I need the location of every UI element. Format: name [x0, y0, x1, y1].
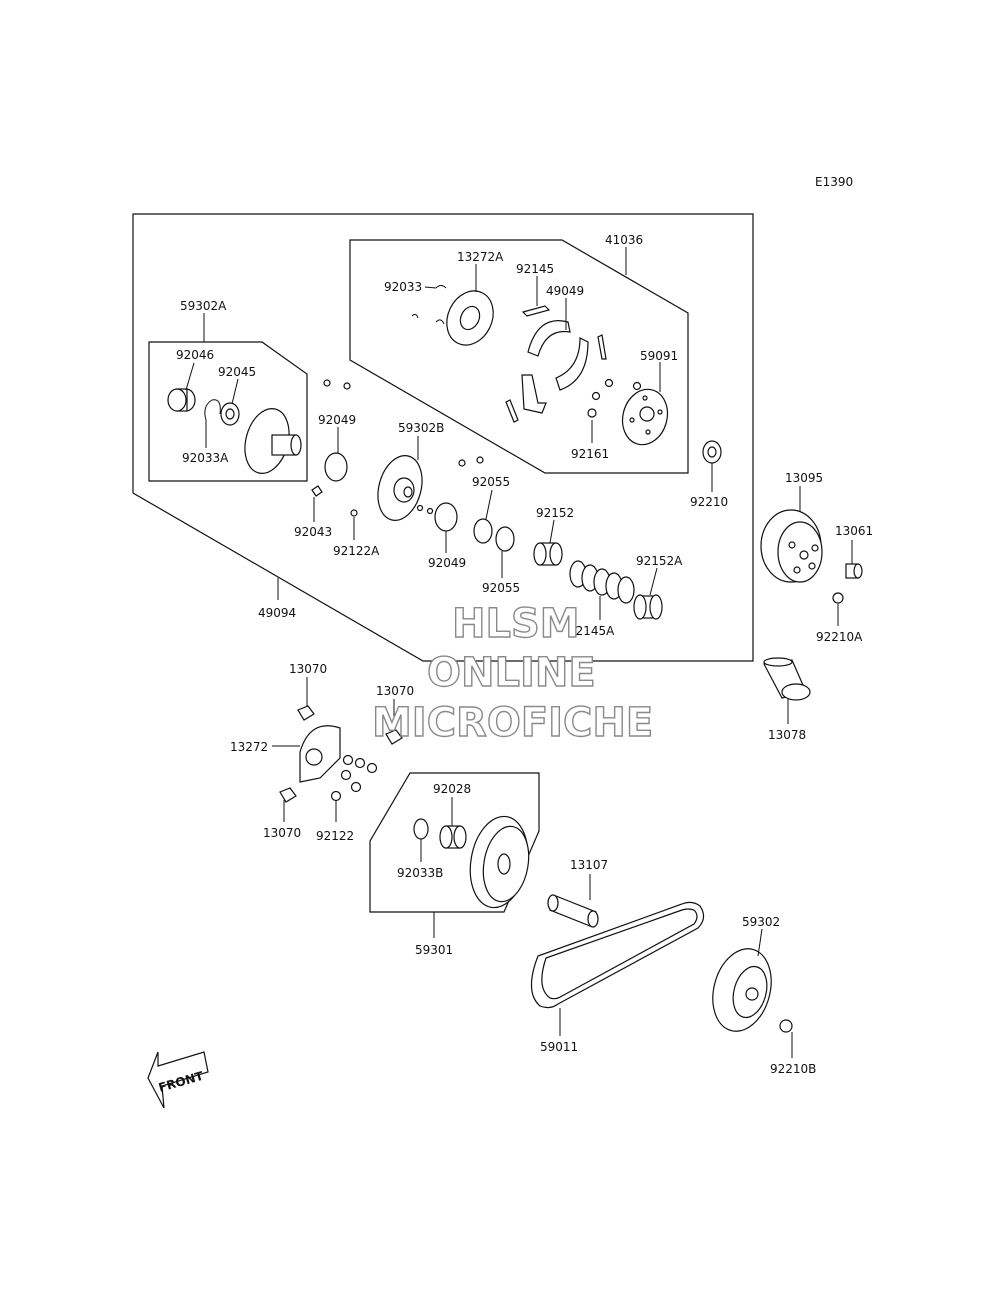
label-92043: 92043 [294, 525, 332, 539]
watermark-line3: MICROFICHE [372, 700, 653, 746]
ramp-plate-13272 [299, 725, 341, 783]
label-92049-b: 92049 [428, 556, 466, 570]
label-92046: 92046 [176, 348, 214, 362]
o-ring-92049-b [434, 502, 458, 532]
nut-92210A [832, 592, 844, 604]
watermark-line2: ONLINE [427, 650, 596, 696]
nut-92210B [779, 1019, 793, 1033]
label-59011: 59011 [540, 1040, 578, 1054]
label-92145: 92145 [516, 262, 554, 276]
label-59091: 59091 [640, 349, 678, 363]
label-92045: 92045 [218, 365, 256, 379]
bearing-92045 [220, 402, 240, 426]
clutch-shoes-49049 [505, 320, 607, 423]
o-ring-92049-a [324, 452, 348, 482]
label-49094: 49094 [258, 606, 296, 620]
label-92033: 92033 [384, 280, 422, 294]
label-92210A: 92210A [816, 630, 863, 644]
label-92152: 92152 [536, 506, 574, 520]
label-41036: 41036 [605, 233, 643, 247]
label-92033B: 92033B [397, 866, 443, 880]
rollers-near-59302B [416, 504, 434, 515]
diagram-code: E1390 [815, 175, 853, 189]
part-labels: 41036 13272A 92145 49049 92033 59091 921… [176, 233, 873, 1076]
sheave-59302 [712, 948, 772, 1032]
label-92152A: 92152A [636, 554, 683, 568]
watermark: HLSM ONLINE MICROFICHE [371, 600, 654, 746]
label-92055-b: 92055 [482, 581, 520, 595]
assembly-box-49094 [132, 213, 754, 662]
collar-92152A [633, 594, 663, 620]
label-13070-b: 13070 [376, 684, 414, 698]
label-92145A: 92145A [568, 624, 615, 638]
sheave-59302B [377, 455, 423, 521]
label-13107: 13107 [570, 858, 608, 872]
slider-13070-a [297, 705, 315, 721]
watermark-line1: HLSM [452, 601, 580, 647]
circlip-92033B [413, 818, 429, 840]
assembly-box-59302A [148, 341, 308, 482]
clutch-drum-13095 [760, 509, 823, 583]
label-92210B: 92210B [770, 1062, 816, 1076]
fan-13078 [763, 657, 811, 701]
o-ring-92055-a [473, 518, 493, 544]
drive-belt-59011 [530, 901, 705, 1009]
spring-92145 [521, 305, 551, 317]
label-13095: 13095 [785, 471, 823, 485]
label-13078: 13078 [768, 728, 806, 742]
label-13070-a: 13070 [289, 662, 327, 676]
label-59301: 59301 [415, 943, 453, 957]
assembly-box-59301 [369, 772, 540, 913]
label-59302: 59302 [742, 915, 780, 929]
label-59302B: 59302B [398, 421, 444, 435]
collar-13061 [845, 563, 863, 579]
assembly-box-41036 [349, 239, 689, 474]
pin-92043 [311, 485, 323, 497]
label-92161: 92161 [571, 447, 609, 461]
leader-lines [185, 247, 853, 1058]
label-13061: 13061 [835, 524, 873, 538]
sheave-59302A [244, 408, 302, 474]
circlip-92033A [204, 399, 221, 421]
label-92049-a: 92049 [318, 413, 356, 427]
slider-13070-c [279, 787, 297, 803]
o-ring-92055-b [495, 526, 515, 552]
label-13272: 13272 [230, 740, 268, 754]
spring-92145A [569, 560, 635, 604]
label-92055-a: 92055 [472, 475, 510, 489]
label-92210: 92210 [690, 495, 728, 509]
label-92122: 92122 [316, 829, 354, 843]
collar-92152 [533, 542, 563, 566]
label-92028: 92028 [433, 782, 471, 796]
clutch-hub-59091 [621, 388, 669, 446]
nut-92210 [702, 440, 722, 464]
label-13272A: 13272A [457, 250, 504, 264]
bushing-92046 [167, 388, 196, 412]
sheave-59301 [469, 815, 530, 909]
clutch-plate-13272A [446, 290, 494, 346]
pin-92122A [350, 509, 358, 517]
label-92122A: 92122A [333, 544, 380, 558]
pins-top [323, 379, 484, 467]
label-49049: 49049 [546, 284, 584, 298]
clips-92033 [411, 285, 447, 325]
bushing-92028 [439, 825, 467, 849]
collar-13107 [547, 894, 599, 928]
nuts-92161 [587, 378, 642, 418]
label-92033A: 92033A [182, 451, 229, 465]
label-59302A: 59302A [180, 299, 227, 313]
label-13070-c: 13070 [263, 826, 301, 840]
front-arrow: FRONT [147, 1051, 209, 1109]
slider-13070-b [385, 729, 403, 745]
weight-rollers-92122 [330, 754, 378, 802]
